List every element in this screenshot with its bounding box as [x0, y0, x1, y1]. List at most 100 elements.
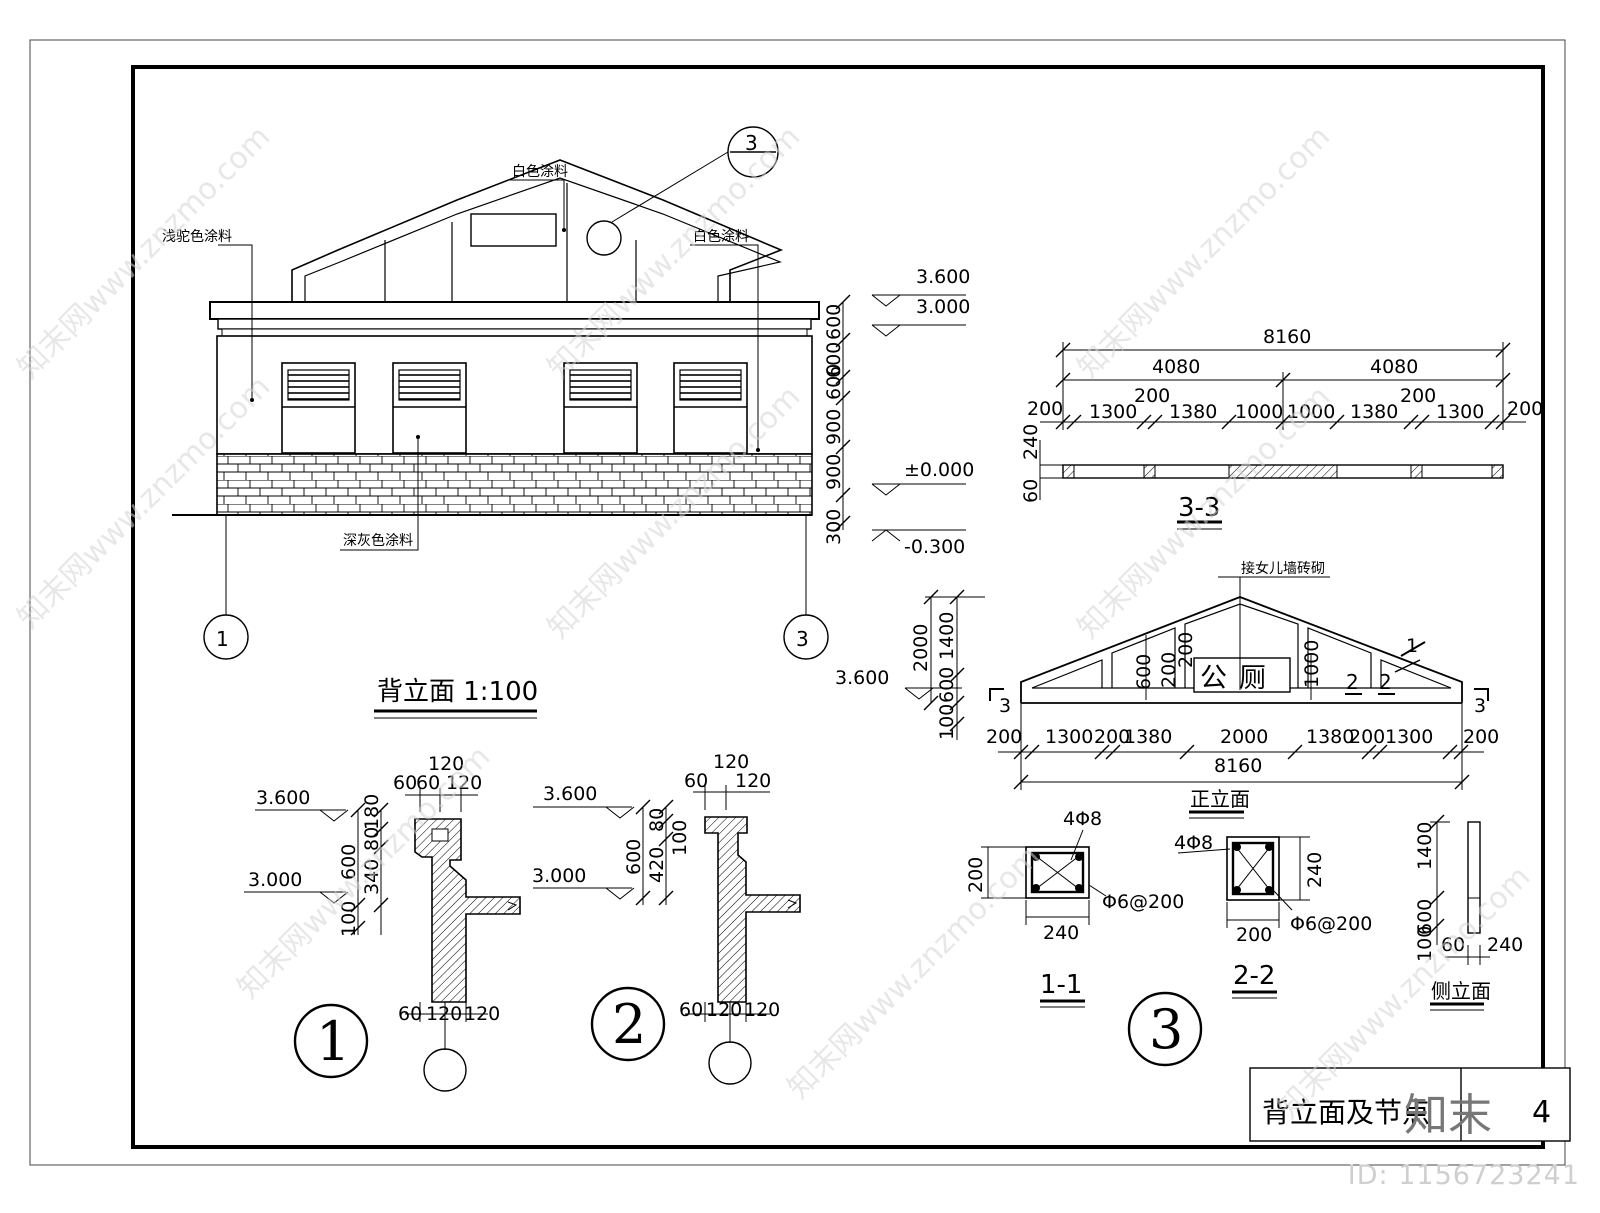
- svg-text:4080: 4080: [1152, 356, 1200, 378]
- node-2: 3.600 3.000 600 80 100 420 120 60 120 60…: [532, 751, 801, 1085]
- svg-text:340: 340: [361, 859, 383, 895]
- svg-text:60: 60: [416, 772, 440, 794]
- rear-level-marks: 3.600 3.000 ±0.000 -0.300: [871, 266, 974, 558]
- title-block-title: 背立面及节点: [1262, 1096, 1430, 1129]
- svg-text:8160: 8160: [1214, 755, 1262, 777]
- svg-text:3.000: 3.000: [916, 296, 970, 318]
- svg-text:3.600: 3.600: [543, 783, 597, 805]
- svg-text:±0.000: ±0.000: [904, 459, 974, 481]
- rear-vertical-dims: 600 600 600 900 900 300: [823, 294, 851, 545]
- section-3-3: 8160 4080 4080 200 1300 200 1380 1000 10…: [1020, 326, 1543, 530]
- sign-board: [1193, 657, 1291, 693]
- svg-text:3.600: 3.600: [916, 266, 970, 288]
- sec-2-2-label: 2-2: [1233, 961, 1275, 991]
- svg-text:1400: 1400: [1414, 822, 1436, 870]
- svg-text:600: 600: [823, 342, 845, 378]
- svg-text:60: 60: [398, 1003, 422, 1025]
- svg-text:120: 120: [446, 772, 482, 794]
- svg-text:3: 3: [1149, 998, 1183, 1061]
- note-white-paint-top: 白色涂料: [512, 163, 568, 180]
- svg-text:80: 80: [646, 808, 668, 832]
- sign-text: 公厕: [1200, 663, 1278, 694]
- inner-frame: [131, 65, 1545, 1149]
- svg-text:3.600: 3.600: [835, 667, 889, 689]
- svg-text:600: 600: [1414, 899, 1436, 935]
- svg-text:1: 1: [316, 1010, 350, 1073]
- note-camel-paint: 浅驼色涂料: [162, 228, 232, 245]
- svg-text:1000: 1000: [1235, 401, 1283, 423]
- svg-text:120: 120: [713, 751, 749, 773]
- svg-text:1000: 1000: [1301, 640, 1323, 688]
- gable-outline: [291, 159, 784, 302]
- svg-text:2000: 2000: [910, 624, 932, 672]
- svg-text:100: 100: [669, 820, 691, 856]
- svg-text:1: 1: [1406, 635, 1418, 657]
- title-block-sheet-no: 4: [1532, 1095, 1551, 1130]
- svg-text:1380: 1380: [1306, 726, 1354, 748]
- svg-text:200: 200: [986, 726, 1022, 748]
- svg-text:1000: 1000: [1287, 401, 1335, 423]
- roof-cornice: [209, 301, 820, 320]
- axis-marker-1: [203, 614, 249, 660]
- svg-text:Φ6@200: Φ6@200: [1290, 913, 1372, 935]
- svg-text:240: 240: [1487, 934, 1523, 956]
- svg-text:600: 600: [623, 839, 645, 875]
- svg-text:600: 600: [338, 844, 360, 880]
- gable-vent: [470, 213, 557, 247]
- svg-text:600: 600: [823, 304, 845, 340]
- title-block: 背立面及节点 知末 4: [1249, 1067, 1571, 1142]
- svg-text:3: 3: [1474, 695, 1486, 717]
- svg-text:60: 60: [393, 772, 417, 794]
- svg-text:120: 120: [735, 770, 771, 792]
- node-2-marker: [590, 986, 666, 1062]
- svg-text:1300: 1300: [1045, 726, 1093, 748]
- svg-text:2: 2: [1379, 670, 1392, 694]
- svg-text:300: 300: [823, 509, 845, 545]
- rear-elevation: 白色涂料 白色涂料 浅驼色涂料 深灰色涂料 3 600 600 600 900 …: [162, 126, 974, 719]
- svg-text:1400: 1400: [936, 612, 958, 660]
- windows: [281, 362, 748, 454]
- svg-text:200: 200: [1175, 632, 1197, 668]
- svg-text:120: 120: [744, 999, 780, 1021]
- svg-text:2: 2: [612, 993, 646, 1056]
- svg-text:600: 600: [1133, 654, 1155, 690]
- svg-text:240: 240: [1020, 424, 1042, 460]
- svg-text:60: 60: [1020, 479, 1042, 503]
- rear-elevation-title: 背立面 1:100: [377, 677, 538, 707]
- svg-text:180: 180: [361, 794, 383, 830]
- svg-text:1: 1: [216, 627, 229, 651]
- side-elevation-outline: [1467, 821, 1481, 934]
- node-1-marker: [293, 1003, 369, 1079]
- node-2-profile: [704, 816, 801, 1003]
- svg-text:200: 200: [1158, 652, 1180, 688]
- svg-text:240: 240: [1304, 852, 1326, 888]
- svg-text:200: 200: [1134, 385, 1170, 407]
- svg-text:60: 60: [684, 770, 708, 792]
- svg-text:知末网www.znzmo.com: 知末网www.znzmo.com: [781, 839, 1047, 1105]
- svg-text:-0.300: -0.300: [904, 536, 965, 558]
- svg-text:3: 3: [999, 695, 1011, 717]
- svg-text:120: 120: [706, 999, 742, 1021]
- svg-text:600: 600: [936, 667, 958, 703]
- svg-text:120: 120: [428, 753, 464, 775]
- svg-text:600: 600: [823, 364, 845, 400]
- side-elevation-label: 侧立面: [1431, 979, 1491, 1003]
- svg-text:1380: 1380: [1350, 401, 1398, 423]
- svg-text:200: 200: [1349, 726, 1385, 748]
- front-elevation-label: 正立面: [1190, 787, 1250, 811]
- axis-marker-3: [783, 614, 829, 660]
- svg-text:1380: 1380: [1169, 401, 1217, 423]
- svg-text:60: 60: [679, 999, 703, 1021]
- svg-text:60: 60: [1441, 934, 1465, 956]
- svg-text:3.600: 3.600: [256, 787, 310, 809]
- svg-text:420: 420: [646, 847, 668, 883]
- section-3-3-label: 3-3: [1178, 493, 1220, 523]
- detail-callout-circle: [727, 126, 779, 178]
- detail-callout-number: 3: [745, 131, 758, 155]
- svg-text:1300: 1300: [1385, 726, 1433, 748]
- svg-text:900: 900: [823, 454, 845, 490]
- svg-text:200: 200: [1094, 726, 1130, 748]
- node-1-profile: [414, 818, 521, 1003]
- svg-text:240: 240: [1043, 922, 1079, 944]
